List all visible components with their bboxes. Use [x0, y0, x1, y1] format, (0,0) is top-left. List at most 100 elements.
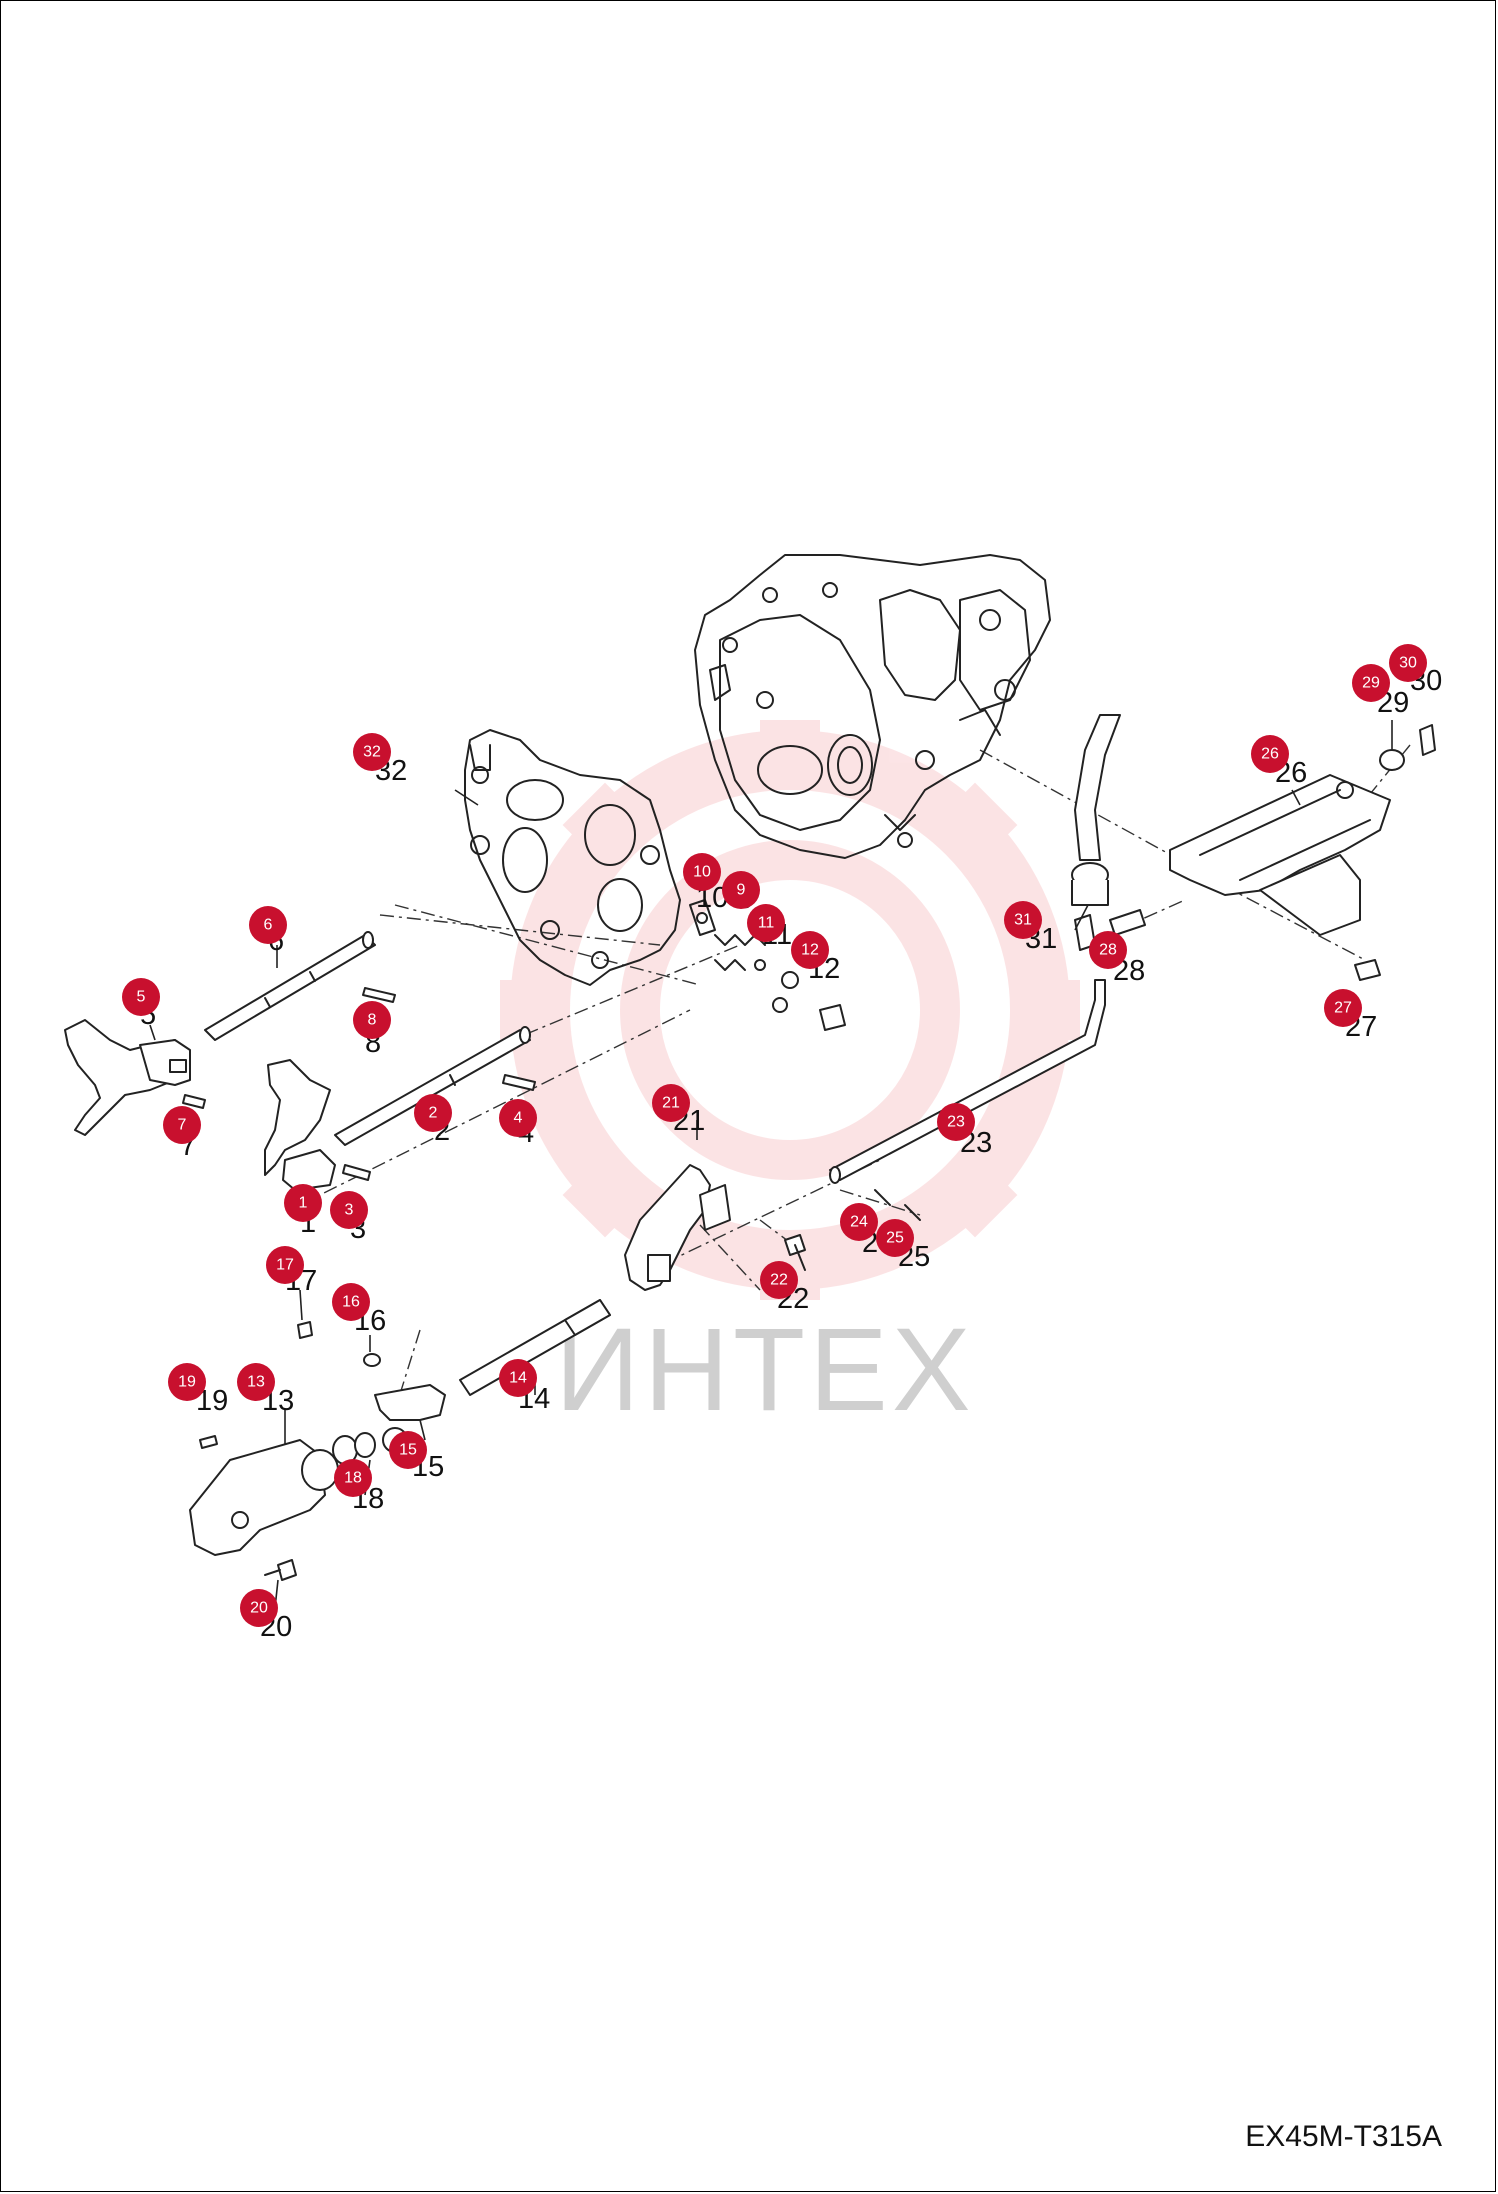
callout-badge-9: 9 — [722, 871, 760, 909]
callout-badge-16: 16 — [332, 1283, 370, 1321]
shift-rod-6 — [204, 931, 376, 1041]
callout-badge-text: 17 — [276, 1257, 294, 1274]
callout-badge-text: 32 — [363, 744, 381, 761]
callout-badge-circle — [330, 1191, 368, 1229]
shift-shaft-14 — [459, 1299, 611, 1396]
callout-badge-text: 10 — [693, 864, 711, 881]
callout-badge-text: 31 — [1014, 912, 1032, 929]
callout-badge-text: 9 — [737, 882, 746, 899]
callout-badge-circle — [747, 904, 785, 942]
callout-badge-3: 3 — [330, 1191, 368, 1229]
callout-badge-text: 21 — [662, 1095, 680, 1112]
callout-badge-text: 26 — [1261, 746, 1279, 763]
callout-badge-24: 24 — [840, 1203, 878, 1241]
callout-badge-25: 25 — [876, 1219, 914, 1257]
callout-badge-1: 1 — [284, 1184, 322, 1222]
callout-badge-text: 2 — [429, 1105, 438, 1122]
callout-badge-circle — [652, 1084, 690, 1122]
callout-badge-26: 26 — [1251, 735, 1289, 773]
drawing-code: EX45M-T315A — [1245, 2120, 1442, 2153]
shift-fork-5 — [64, 1019, 191, 1136]
callout-badge-6: 6 — [249, 906, 287, 944]
callout-badge-text: 3 — [345, 1202, 354, 1219]
callout-badge-circle — [499, 1359, 537, 1397]
watermark-text: ИНТЕХ — [555, 1304, 975, 1436]
callout-badge-circle — [266, 1246, 304, 1284]
callout-badge-text: 7 — [178, 1117, 187, 1134]
callout-badge-text: 20 — [250, 1600, 268, 1617]
bolt-27 — [1354, 959, 1381, 981]
bolt-17 — [297, 1321, 313, 1339]
callout-badge-17: 17 — [266, 1246, 304, 1284]
pin-8 — [362, 987, 396, 1003]
shift-rod-2 — [334, 1026, 531, 1146]
callout-badge-circle — [163, 1106, 201, 1144]
callout-badge-circle — [332, 1283, 370, 1321]
washer-29 — [1379, 749, 1405, 771]
callout-badge-21: 21 — [652, 1084, 690, 1122]
callout-badge-32: 32 — [353, 733, 391, 771]
callout-badge-circle — [683, 853, 721, 891]
callout-badge-31: 31 — [1004, 901, 1042, 939]
callout-badge-circle — [876, 1219, 914, 1257]
callout-badge-text: 12 — [801, 942, 819, 959]
callout-badge-text: 15 — [399, 1442, 417, 1459]
callout-badge-text: 18 — [344, 1470, 362, 1487]
callout-badge-text: 30 — [1399, 655, 1417, 672]
callout-badge-23: 23 — [937, 1103, 975, 1141]
callout-badge-15: 15 — [389, 1431, 427, 1469]
callout-badge-22: 22 — [760, 1261, 798, 1299]
callout-badge-circle — [334, 1459, 372, 1497]
shift-housing-13 — [189, 1439, 339, 1556]
callout-badge-circle — [1352, 664, 1390, 702]
callout-badge-circle — [760, 1261, 798, 1299]
callout-badge-circle — [237, 1363, 275, 1401]
callout-badge-text: 28 — [1099, 942, 1117, 959]
callout-badge-text: 25 — [886, 1230, 904, 1247]
callout-badge-text: 11 — [758, 915, 775, 932]
lever-31 — [1071, 714, 1121, 951]
callout-badge-text: 22 — [770, 1272, 788, 1289]
callout-badge-30: 30 — [1389, 644, 1427, 682]
callout-badge-circle — [791, 931, 829, 969]
control-rod-23 — [829, 979, 1106, 1184]
callout-badge-10: 10 — [683, 853, 721, 891]
callout-badge-4: 4 — [499, 1099, 537, 1137]
callout-badge-text: 29 — [1362, 675, 1380, 692]
callout-badge-text: 6 — [264, 917, 273, 934]
callout-badge-7: 7 — [163, 1106, 201, 1144]
callout-badge-circle — [353, 733, 391, 771]
callout-badge-circle — [840, 1203, 878, 1241]
washer-16 — [363, 1353, 381, 1367]
callout-badge-13: 13 — [237, 1363, 275, 1401]
callout-badge-circle — [1324, 989, 1362, 1027]
callout-badge-28: 28 — [1089, 931, 1127, 969]
callout-badge-circle — [284, 1184, 322, 1222]
callout-badge-circle — [937, 1103, 975, 1141]
spacer-18 — [332, 1432, 376, 1465]
callout-badge-29: 29 — [1352, 664, 1390, 702]
callout-badge-14: 14 — [499, 1359, 537, 1397]
watermark-gear-icon — [500, 720, 1080, 1300]
pins-24-25 — [874, 1189, 921, 1221]
callout-badge-circle — [1004, 901, 1042, 939]
callout-badge-circle — [122, 978, 160, 1016]
pin-7 — [182, 1094, 206, 1109]
bolt-28 — [1109, 909, 1146, 936]
callout-badge-text: 13 — [247, 1374, 265, 1391]
callout-badge-circle — [389, 1431, 427, 1469]
pin-19 — [199, 1435, 218, 1449]
callout-badge-5: 5 — [122, 978, 160, 1016]
bell-crank-21 — [624, 1164, 731, 1291]
shift-fork-1 — [264, 1059, 336, 1191]
callout-badge-text: 23 — [947, 1114, 965, 1131]
callout-badge-8: 8 — [353, 1001, 391, 1039]
callout-badge-text: 4 — [514, 1110, 523, 1127]
bracket-26 — [1169, 774, 1391, 936]
callout-badge-circle — [722, 871, 760, 909]
callout-badge-circle — [168, 1363, 206, 1401]
callout-badge-text: 5 — [137, 989, 146, 1006]
pin-3 — [342, 1164, 371, 1181]
